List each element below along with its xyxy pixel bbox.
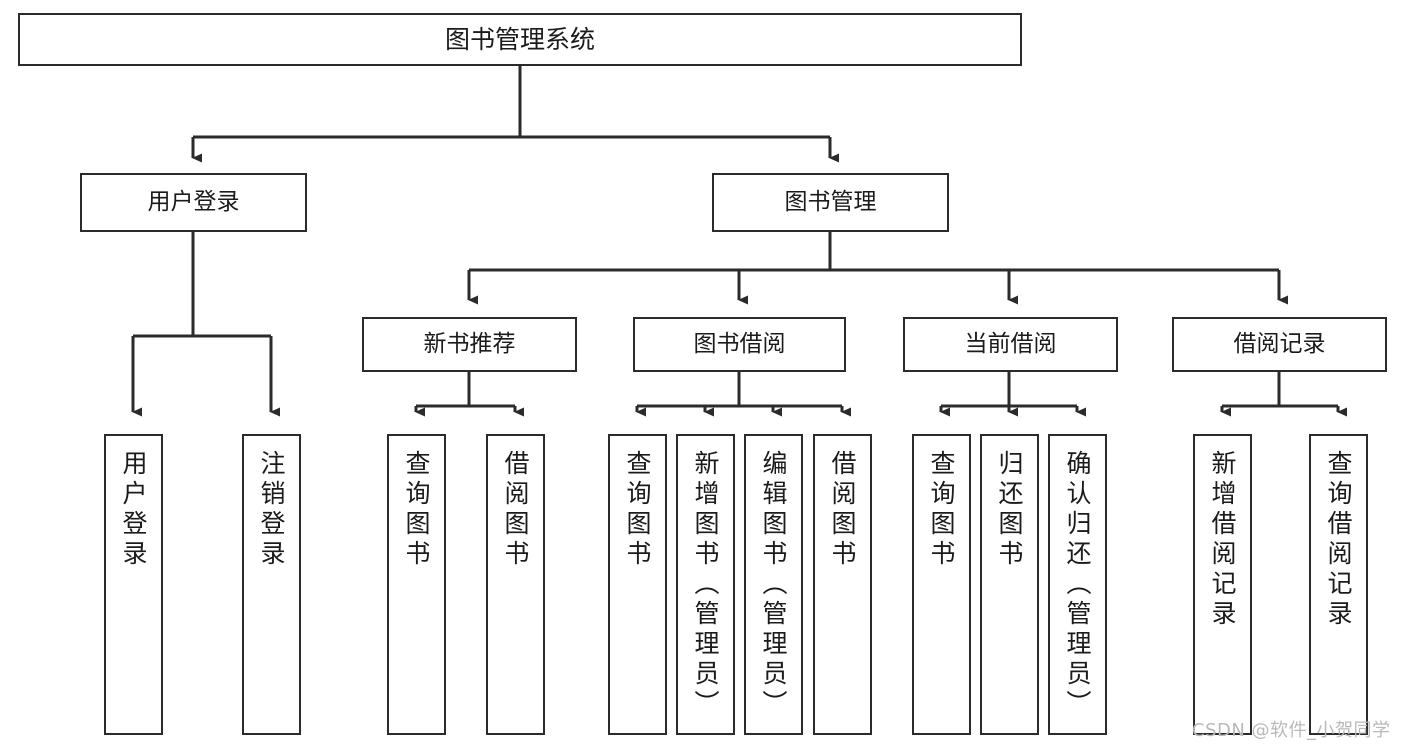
node-leaf-user-login-label: 用户登录 bbox=[119, 450, 148, 570]
node-leaf-user-logout-label: 注销登录 bbox=[257, 450, 286, 570]
node-leaf-query-book-3-label: 查询图书 bbox=[927, 450, 956, 570]
node-book-borrow[interactable]: 图书借阅 bbox=[633, 317, 846, 372]
node-leaf-add-book[interactable]: 新增图书（管理员） bbox=[676, 434, 735, 735]
node-leaf-add-record-label: 新增借阅记录 bbox=[1208, 450, 1237, 630]
node-leaf-query-book-2[interactable]: 查询图书 bbox=[608, 434, 667, 735]
node-borrow-record[interactable]: 借阅记录 bbox=[1172, 317, 1387, 372]
node-leaf-borrow-book-1[interactable]: 借阅图书 bbox=[486, 434, 545, 735]
node-leaf-edit-book-label: 编辑图书（管理员） bbox=[759, 450, 788, 720]
node-leaf-confirm-return[interactable]: 确认归还（管理员） bbox=[1048, 434, 1107, 735]
node-leaf-user-logout[interactable]: 注销登录 bbox=[242, 434, 301, 735]
node-root-label: 图书管理系统 bbox=[444, 25, 595, 54]
node-leaf-return-book[interactable]: 归还图书 bbox=[980, 434, 1039, 735]
node-user-login-label: 用户登录 bbox=[147, 189, 240, 216]
node-leaf-query-book-2-label: 查询图书 bbox=[623, 450, 652, 570]
node-leaf-query-record[interactable]: 查询借阅记录 bbox=[1309, 434, 1368, 735]
node-leaf-borrow-book-2-label: 借阅图书 bbox=[828, 450, 857, 570]
csdn-watermark: CSDN @软件_小贺同学 bbox=[1192, 720, 1391, 741]
node-book-manage[interactable]: 图书管理 bbox=[712, 173, 949, 232]
node-current-borrow[interactable]: 当前借阅 bbox=[903, 317, 1118, 372]
node-leaf-user-login[interactable]: 用户登录 bbox=[104, 434, 163, 735]
node-leaf-query-book-3[interactable]: 查询图书 bbox=[912, 434, 971, 735]
node-leaf-borrow-book-2[interactable]: 借阅图书 bbox=[813, 434, 872, 735]
node-leaf-query-book-1-label: 查询图书 bbox=[402, 450, 431, 570]
node-user-login[interactable]: 用户登录 bbox=[80, 173, 307, 232]
node-new-book-recommend[interactable]: 新书推荐 bbox=[362, 317, 577, 372]
node-leaf-add-record[interactable]: 新增借阅记录 bbox=[1193, 434, 1252, 735]
node-leaf-add-book-label: 新增图书（管理员） bbox=[691, 450, 720, 720]
node-leaf-borrow-book-1-label: 借阅图书 bbox=[501, 450, 530, 570]
node-leaf-query-book-1[interactable]: 查询图书 bbox=[387, 434, 446, 735]
node-book-borrow-label: 图书借阅 bbox=[693, 331, 786, 358]
node-leaf-return-book-label: 归还图书 bbox=[995, 450, 1024, 570]
node-root[interactable]: 图书管理系统 bbox=[18, 13, 1022, 66]
node-borrow-record-label: 借阅记录 bbox=[1233, 331, 1326, 358]
node-current-borrow-label: 当前借阅 bbox=[964, 331, 1057, 358]
node-leaf-confirm-return-label: 确认归还（管理员） bbox=[1063, 450, 1092, 720]
node-leaf-query-record-label: 查询借阅记录 bbox=[1324, 450, 1353, 630]
node-leaf-edit-book[interactable]: 编辑图书（管理员） bbox=[744, 434, 803, 735]
node-book-manage-label: 图书管理 bbox=[784, 189, 877, 216]
node-new-book-recommend-label: 新书推荐 bbox=[423, 331, 516, 358]
